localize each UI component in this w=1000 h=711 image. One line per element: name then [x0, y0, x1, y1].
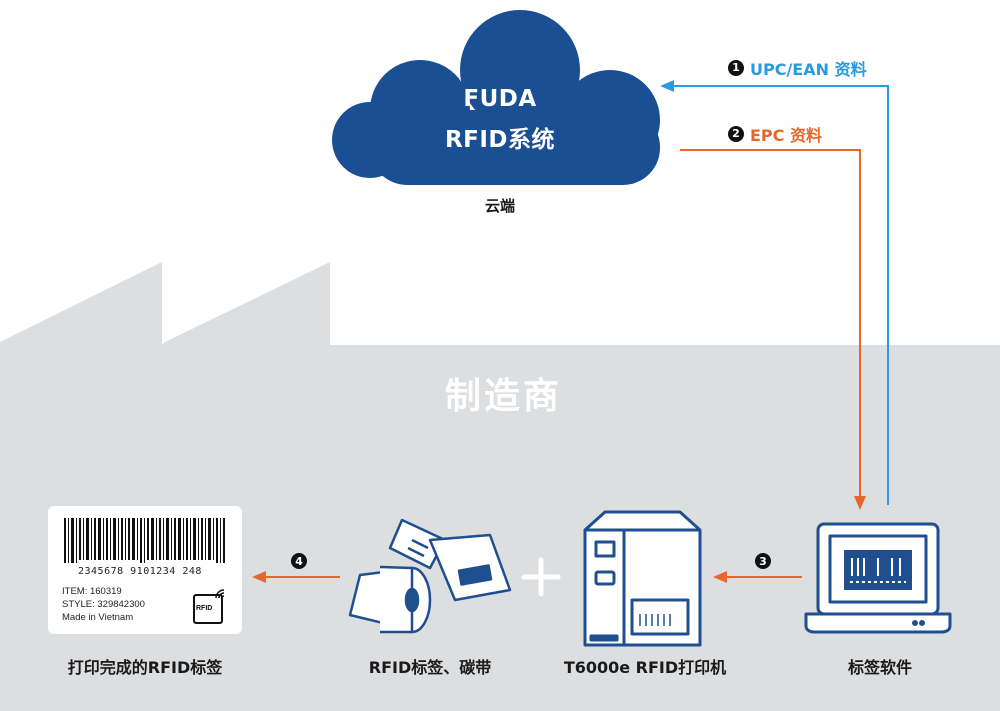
step1-number: 1 — [728, 60, 744, 76]
label-style: STYLE: 329842300 — [62, 599, 145, 610]
plus-icon — [521, 557, 561, 597]
cloud-title-line2: RFID系统 — [444, 127, 556, 153]
caption-printer: T6000e RFID打印机 — [563, 658, 727, 677]
caption-printed-label: 打印完成的RFID标签 — [67, 658, 223, 677]
step1-text: UPC/EAN 资料 — [750, 60, 867, 79]
arrow-upc-ean — [660, 80, 889, 505]
step2-number: 2 — [728, 126, 744, 142]
step1-label: 1 UPC/EAN 资料 — [728, 56, 867, 80]
arrow-step3 — [713, 571, 802, 583]
label-roll-icon — [348, 518, 512, 634]
label-origin: Made in Vietnam — [62, 612, 134, 623]
factory-roof — [0, 262, 330, 345]
cloud-label: 云端 — [484, 197, 515, 215]
laptop-icon — [804, 522, 952, 634]
arrow-step4 — [252, 571, 340, 583]
arrow-epc — [680, 149, 866, 510]
rfid-badge-text: RFID — [196, 605, 213, 612]
rfid-chip-icon: RFID — [193, 594, 223, 624]
label-item: ITEM: 160319 — [62, 586, 122, 597]
wireless-icon — [215, 589, 225, 599]
barcode-icon — [64, 518, 225, 563]
printer-icon — [583, 510, 702, 647]
cloud-title-line1: FUDA — [463, 86, 537, 112]
step4-badge: 4 — [291, 553, 307, 569]
step2-label: 2 EPC 资料 — [728, 122, 822, 146]
step2-text: EPC 资料 — [750, 126, 822, 145]
caption-software: 标签软件 — [847, 658, 912, 677]
factory-subtitle: 制造商 — [445, 376, 563, 417]
step4-number: 4 — [295, 555, 303, 568]
step3-number: 3 — [759, 555, 767, 568]
printed-rfid-label: 2345678 9101234 248 ITEM: 160319 STYLE: … — [48, 506, 242, 634]
cloud-shape — [332, 10, 660, 185]
barcode-number: 2345678 9101234 248 — [78, 566, 202, 577]
caption-supplies: RFID标签、碳带 — [368, 658, 492, 677]
factory-title: 工厂端 — [400, 281, 587, 349]
step3-badge: 3 — [755, 553, 771, 569]
